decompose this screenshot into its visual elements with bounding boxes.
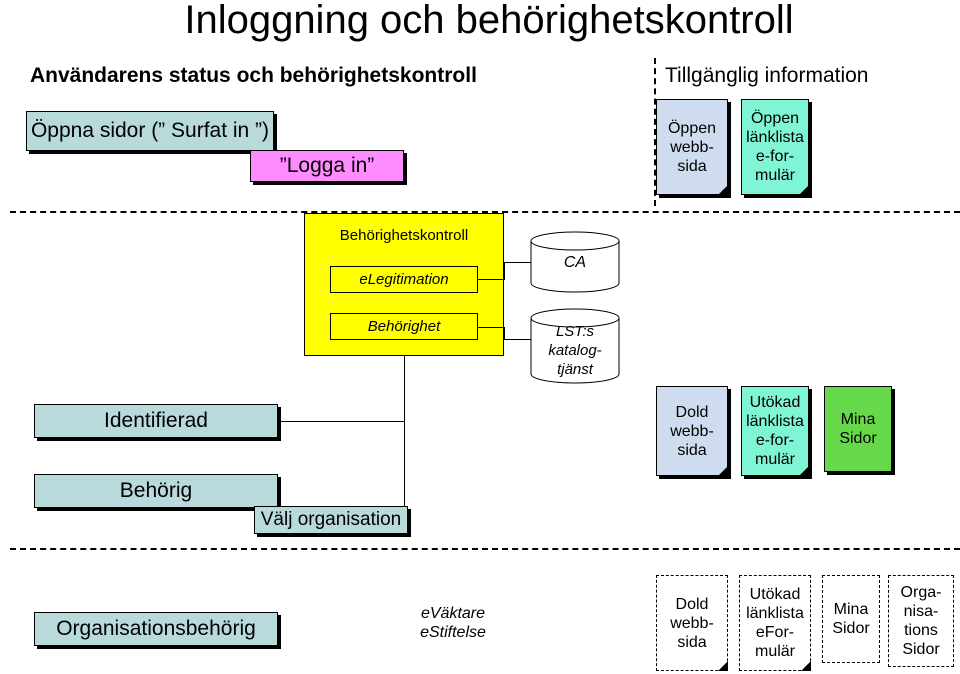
doc-open-web-line-2: webb-	[670, 138, 714, 156]
identified-box: Identifierad	[34, 404, 278, 438]
section-separator-2	[10, 548, 960, 550]
ca-cylinder-icon	[530, 231, 620, 293]
doc-open-web: Öppen webb- sida	[656, 99, 728, 195]
authorized-box: Behörig	[34, 474, 278, 508]
page-fold-icon	[799, 185, 809, 195]
connector-elegitimation	[478, 279, 504, 280]
catalog-line-2: katalog-	[548, 342, 602, 359]
catalog-line-3: tjänst	[557, 361, 593, 378]
doc-open-links-line-2: länklista	[746, 129, 804, 146]
doc-my-pages-2: Mina Sidor	[822, 575, 880, 663]
doc-extended-links-2-line-1: Utökad	[749, 586, 801, 603]
doc-org-pages-line-2: nisa-	[903, 603, 939, 620]
doc-hidden-web-line-3: sida	[677, 441, 707, 459]
doc-extended-links-line-2: länklista	[746, 413, 804, 430]
doc-org-pages-line-3: tions	[904, 622, 938, 639]
catalog-cylinder-icon	[530, 308, 620, 384]
doc-hidden-web-line-1: Dold	[675, 403, 709, 421]
doc-hidden-web-2-line-3: sida	[677, 633, 707, 651]
doc-my-pages-line-1: Mina	[840, 411, 876, 428]
doc-my-pages-2-line-1: Mina	[833, 601, 869, 618]
catalog-label: LST:s katalog- tjänst	[530, 322, 620, 379]
connector-ca	[504, 262, 532, 263]
heading-available-info: Tillgänglig information	[665, 64, 869, 87]
elegitimation-box: eLegitimation	[330, 266, 478, 293]
doc-extended-links-line-1: Utökad	[749, 394, 801, 411]
ca-label: CA	[563, 254, 587, 271]
doc-extended-links-2-line-2: länklista	[746, 605, 804, 622]
open-pages-box: Öppna sidor (” Surfat in ”)	[26, 111, 274, 151]
connector-down	[404, 356, 405, 506]
connector-permission	[478, 327, 504, 328]
permission-box: Behörighet	[330, 313, 478, 340]
login-box: ”Logga in”	[250, 150, 404, 182]
doc-org-pages: Orga- nisa- tions Sidor	[888, 575, 954, 667]
vertical-separator	[654, 58, 656, 206]
doc-hidden-web-2-line-1: Dold	[675, 595, 709, 613]
connector-v-catalog	[504, 327, 505, 339]
doc-open-web-line-3: sida	[677, 157, 707, 175]
doc-hidden-web-2: Dold webb- sida	[656, 575, 728, 671]
doc-org-pages-line-1: Orga-	[900, 584, 942, 601]
doc-open-links-line-1: Öppen	[750, 110, 800, 127]
doc-extended-links-2-line-4: mulär	[754, 643, 795, 660]
section-separator-1	[10, 211, 960, 213]
doc-open-links-line-3: e-for-	[755, 148, 795, 165]
doc-my-pages: Mina Sidor	[824, 386, 892, 472]
evaktare-line-2: eStiftelse	[420, 624, 486, 641]
doc-open-links-line-4: mulär	[754, 167, 795, 184]
page-fold-icon	[718, 185, 728, 195]
page-fold-icon	[718, 661, 728, 671]
choose-org-box: Välj organisation	[254, 506, 408, 534]
catalog-line-1: LST:s	[555, 323, 595, 340]
page-fold-icon	[799, 466, 809, 476]
doc-my-pages-line-2: Sidor	[839, 430, 877, 447]
page-fold-icon	[718, 466, 728, 476]
heading-user-status: Användarens status och behörighetskontro…	[30, 64, 477, 87]
doc-hidden-web-2-line-2: webb-	[670, 614, 714, 632]
doc-open-web-line-1: Öppen	[667, 119, 717, 137]
evaktare-label: eVäktare eStiftelse	[398, 604, 508, 642]
page-title: Inloggning och behörighetskontroll	[184, 0, 794, 42]
doc-org-pages-line-4: Sidor	[902, 641, 940, 658]
doc-extended-links-line-3: e-for-	[755, 432, 795, 449]
doc-extended-links-2-line-3: eFor-	[755, 624, 795, 641]
page-fold-icon	[801, 661, 811, 671]
doc-hidden-web-line-2: webb-	[670, 422, 714, 440]
evaktare-line-1: eVäktare	[420, 605, 486, 622]
connector-v-ca	[504, 262, 505, 280]
doc-extended-links-2: Utökad länklista eFor- mulär	[739, 575, 811, 671]
doc-hidden-web: Dold webb- sida	[656, 386, 728, 476]
org-authorized-box: Organisationsbehörig	[34, 612, 278, 646]
authorization-control-title: Behörighetskontroll	[339, 227, 469, 244]
doc-extended-links: Utökad länklista e-for- mulär	[741, 386, 809, 476]
doc-open-links: Öppen länklista e-for- mulär	[741, 99, 809, 195]
connector-catalog	[504, 339, 532, 340]
doc-my-pages-2-line-2: Sidor	[832, 620, 870, 637]
connector-identified	[278, 421, 404, 422]
doc-extended-links-line-4: mulär	[754, 451, 795, 468]
